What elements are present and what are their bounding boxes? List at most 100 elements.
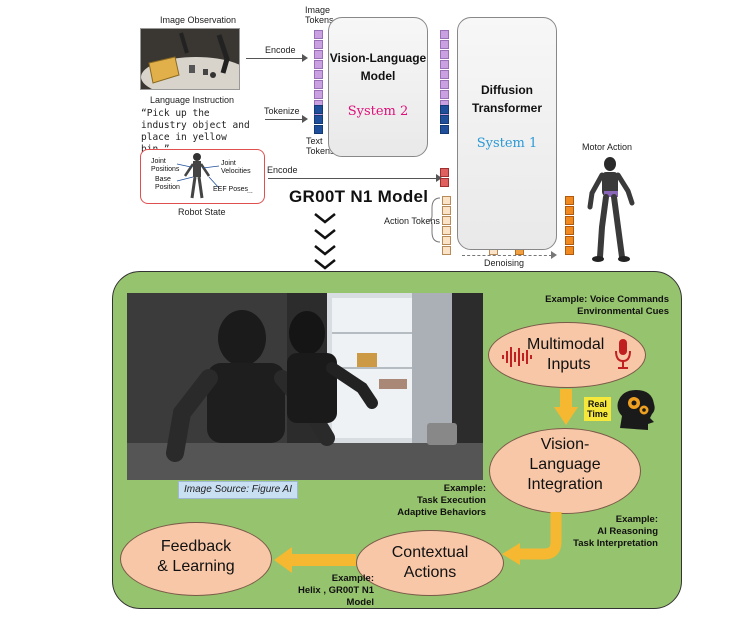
contextual-actions-node: Contextual Actions [356,530,504,596]
robot-state-box: Joint Positions Joint Velocities Base Po… [140,149,265,204]
microphone-icon [615,339,631,369]
vl-line3: Integration [527,476,603,493]
action-token [442,246,451,255]
encode-arrow-head-2 [436,174,442,182]
feedback-line1: Feedback [160,538,232,555]
vlm-output-image-token [440,30,449,39]
real-time-badge: Real Time [584,397,611,421]
contextual-line2: Actions [403,564,457,581]
system-1-label: System 1 [476,136,538,151]
tabletop-scene-image [141,29,239,89]
image-observation-label: Image Observation [160,15,237,25]
tokenize-arrow [265,119,302,120]
image-token [314,50,323,59]
motor-output-token [565,216,574,225]
action-token [442,226,451,235]
vlm-output-text-token [440,115,449,124]
image-source-caption: Image Source: Figure AI [178,481,298,499]
state-token [440,168,449,177]
feedback-learning-node: Feedback & Learning [120,522,272,596]
encode-label-1: Encode [265,45,296,55]
vl-line1: Vision- [540,436,590,453]
example-helix: Example: Helix , GR00T N1 Model [270,573,374,609]
dt-title-line2: Transformer [471,101,543,115]
multimodal-line2: Inputs [547,356,591,373]
image-token [314,80,323,89]
action-token [442,196,451,205]
action-tokens-label: Action Tokens [384,216,440,226]
encode-arrow-head-1 [302,54,308,62]
encode-label-2: Encode [267,165,298,175]
vlm-output-image-token [440,50,449,59]
example-voice-line2: Environmental Cues [577,306,669,317]
brain-gears-icon [617,390,655,430]
motor-output-token [565,196,574,205]
vlm-output-image-token [440,60,449,69]
language-instruction-label: Language Instruction [150,95,235,105]
example-reasoning-line3: Task Interpretation [573,538,658,549]
example-reasoning-line2: AI Reasoning [597,526,658,537]
eef-poses-annotation: EEF Poses [213,186,249,193]
vlm-output-image-token [440,90,449,99]
image-token [314,30,323,39]
example-reasoning-line1: Example: [615,514,658,525]
denoising-label: Denoising [484,258,525,268]
vlm-output-image-token [440,80,449,89]
vlm-output-image-token [440,70,449,79]
vlm-output-text-token [440,105,449,114]
text-token [314,125,323,134]
example-helix-line1: Example: [331,573,374,584]
diffusion-transformer-box: Diffusion Transformer System 1 [457,17,557,250]
system-2-label: System 2 [347,104,409,119]
tokenize-arrow-head [302,115,308,123]
tokenize-label: Tokenize [264,106,300,116]
feedback-line2: & Learning [157,558,235,575]
state-token [440,178,449,187]
vlm-title-line1: Vision-Language [329,51,427,65]
image-token [314,40,323,49]
multimodal-line1: Multimodal [527,336,605,353]
figure-ai-robots-photo [127,293,483,480]
text-tokens-label: Text Tokens [306,136,335,156]
flow-arrow-down-1 [554,389,578,425]
multimodal-inputs-node: Multimodal Inputs [488,322,646,388]
motor-output-token [565,226,574,235]
action-token [442,216,451,225]
vlm-title-line2: Model [360,69,396,83]
example-task-execution: Example: Task Execution Adaptive Behavio… [396,483,486,519]
real-time-line1: Real [587,399,607,409]
example-ai-reasoning: Example: AI Reasoning Task Interpretatio… [562,514,658,550]
vision-language-model-box: Vision-Language Model System 2 [328,17,428,157]
action-token [442,206,451,215]
sound-wave-icon [502,347,532,367]
example-voice-commands: Example: Voice Commands Environmental Cu… [509,294,669,318]
action-tokens-bracket [428,197,441,243]
example-voice-line1: Example: Voice Commands [545,294,669,305]
robots-kitchen-image [127,293,483,480]
action-token [442,236,451,245]
encode-arrow-1 [246,58,302,59]
image-observation-thumbnail [140,28,240,90]
real-time-line2: Time [587,409,608,419]
motor-output-token [565,246,574,255]
text-token [314,105,323,114]
text-token [314,115,323,124]
image-tokens-label: Image Tokens [305,5,334,25]
example-helix-line2: Helix , GR00T N1 Model [297,585,374,608]
down-chevrons-icon [314,213,336,270]
motor-action-label: Motor Action [582,142,633,152]
humanoid-robot-image [587,157,635,262]
vlm-output-text-token [440,125,449,134]
denoising-arrow-head [551,251,557,259]
encode-arrow-2 [268,178,436,179]
example-task-line3: Adaptive Behaviors [397,507,486,518]
example-task-line2: Task Execution [417,495,486,506]
vl-line2: Language [529,456,601,473]
robot-state-label: Robot State [178,207,226,217]
denoising-arrow [462,255,552,256]
robot-figure-icon [176,153,220,199]
vlm-output-image-token [440,40,449,49]
joint-positions-annotation: Joint Positions [151,158,180,173]
vision-language-integration-node: Vision- Language Integration [489,428,641,514]
ellipsis-annotation: ... [247,188,253,195]
